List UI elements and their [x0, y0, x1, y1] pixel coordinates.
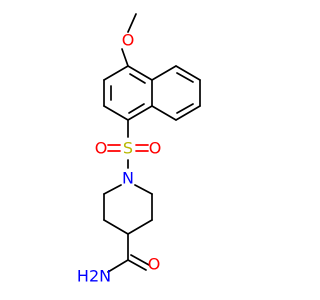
- molecule-diagram: O O S O N H2N O: [77, 13, 201, 286]
- bond-ring-b-5: [151, 105, 177, 121]
- bond-methoxy-o-to-ring: [121, 48, 129, 67]
- bond-ring-a-6: [127, 65, 153, 81]
- bond-ring-b-1: [151, 65, 177, 81]
- bond-ring-a-4: [127, 105, 153, 121]
- atom-label-amide-oxygen: O: [148, 255, 161, 274]
- bond-ring-a-double-2: [128, 103, 145, 114]
- bond-carbonyl-to-nh2: [107, 259, 129, 273]
- atom-label-amide-nitrogen: H2N: [77, 267, 111, 286]
- bond-carbonyl-to-o-1: [127, 259, 147, 271]
- bond-piperidine-6: [134, 184, 153, 195]
- bond-ring-a-1: [103, 65, 129, 81]
- bond-ring-b-double-1: [176, 72, 194, 83]
- atom-label-sulfonyl-oxygen-left: O: [95, 139, 108, 158]
- bond-carbonyl-to-o-2: [130, 254, 150, 266]
- atom-label-sulfonyl-oxygen-right: O: [149, 139, 162, 158]
- atom-label-piperidine-nitrogen: N: [122, 169, 134, 188]
- bond-ring-b-4: [175, 105, 201, 121]
- bond-ring-a-3: [103, 105, 129, 121]
- bond-piperidine-4: [127, 219, 153, 235]
- bond-piperidine-3: [103, 219, 129, 235]
- bond-piperidine-1: [103, 184, 122, 195]
- bond-methyl-to-methoxy-o: [127, 13, 137, 33]
- atom-label-sulfur: S: [123, 139, 133, 158]
- structure-canvas: O O S O N H2N O: [76, 13, 201, 286]
- bond-ring-b-double-2: [176, 103, 194, 114]
- atom-label-methoxy-oxygen: O: [122, 31, 135, 50]
- bond-ring-b-2: [175, 65, 201, 81]
- bond-ring-a-double-3: [129, 73, 146, 84]
